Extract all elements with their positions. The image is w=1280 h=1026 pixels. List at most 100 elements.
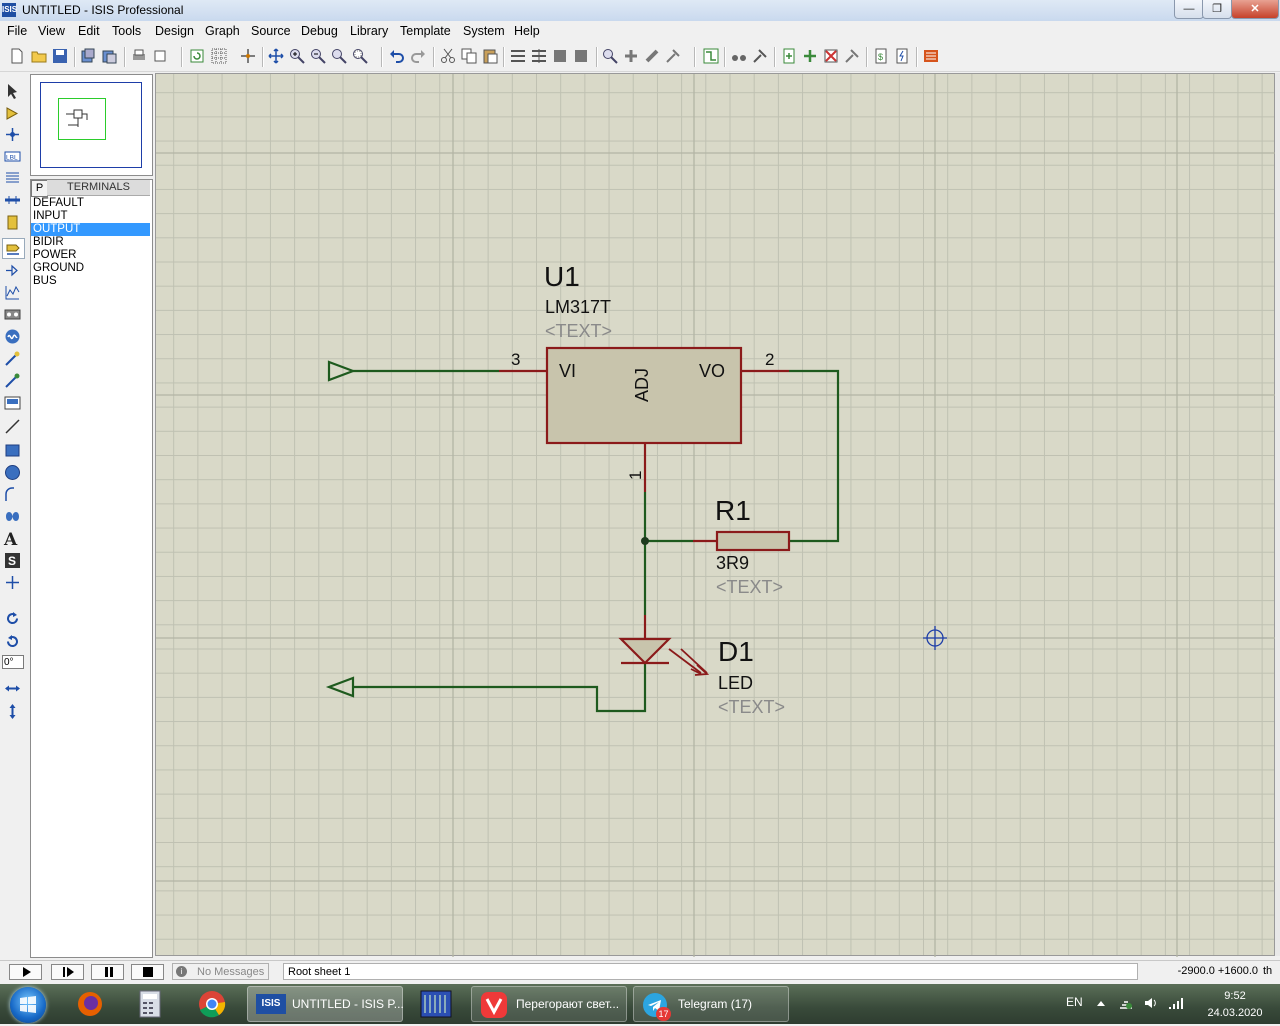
clock-time[interactable]: 9:52	[1224, 990, 1246, 1002]
box-tool-icon[interactable]	[4, 442, 21, 459]
block-move-icon[interactable]	[531, 48, 547, 64]
menu-debug[interactable]: Debug	[301, 24, 338, 38]
subcircuit-mode-icon[interactable]	[4, 214, 21, 231]
rotation-angle-field[interactable]: 0°	[2, 655, 24, 669]
voltage-probe-icon[interactable]	[4, 350, 21, 367]
block-delete-icon[interactable]	[573, 48, 589, 64]
device-pins-icon[interactable]	[4, 262, 21, 279]
terminal-item-ground[interactable]: GROUND	[33, 262, 85, 274]
graph-mode-icon[interactable]	[4, 284, 21, 301]
junction-dot-icon[interactable]	[4, 126, 21, 143]
file-manager-icon[interactable]	[410, 986, 462, 1022]
chrome-icon[interactable]	[186, 986, 238, 1022]
u1-text-placeholder[interactable]: <TEXT>	[545, 321, 613, 341]
mirror-horizontal-icon[interactable]	[4, 680, 21, 697]
circle-tool-icon[interactable]	[4, 464, 21, 481]
terminal-item-default[interactable]: DEFAULT	[33, 197, 84, 209]
netlist-to-ares-icon[interactable]	[923, 48, 939, 64]
pan-icon[interactable]	[268, 48, 284, 64]
d1-value[interactable]: LED	[718, 673, 754, 693]
play-button[interactable]	[9, 964, 42, 980]
line-tool-icon[interactable]	[4, 418, 21, 435]
taskbar-telegram[interactable]: 17 Telegram (17)	[633, 986, 789, 1022]
clock-date[interactable]: 24.03.2020	[1207, 1007, 1263, 1019]
import-icon[interactable]	[80, 48, 96, 64]
rotate-clockwise-icon[interactable]	[4, 610, 21, 627]
marker-tool-icon[interactable]	[4, 574, 21, 591]
close-button[interactable]: ✕	[1231, 0, 1279, 19]
open-folder-icon[interactable]	[31, 48, 47, 64]
new-file-icon[interactable]	[9, 48, 25, 64]
output-terminal[interactable]	[325, 676, 355, 698]
bus-mode-icon[interactable]	[4, 192, 21, 209]
signal-strength-icon[interactable]	[1167, 995, 1183, 1011]
firefox-icon[interactable]	[64, 986, 116, 1022]
undo-icon[interactable]	[389, 48, 405, 64]
network-status-icon[interactable]	[1118, 995, 1134, 1011]
stop-button[interactable]	[131, 964, 164, 980]
menu-library[interactable]: Library	[350, 24, 389, 38]
copy-icon[interactable]	[461, 48, 477, 64]
minimize-button[interactable]: —	[1174, 0, 1204, 19]
print-area-icon[interactable]	[152, 48, 168, 64]
search-tag-icon[interactable]	[731, 48, 747, 64]
d1-led[interactable]	[618, 615, 710, 676]
wire-output[interactable]	[789, 369, 840, 543]
paste-icon[interactable]	[482, 48, 498, 64]
arc-tool-icon[interactable]	[4, 486, 21, 503]
symbol-tool-icon[interactable]: S	[4, 552, 21, 569]
zoom-all-icon[interactable]	[331, 48, 347, 64]
zoom-out-icon[interactable]	[310, 48, 326, 64]
r1-reference[interactable]: R1	[715, 495, 751, 526]
u1-reference[interactable]: U1	[544, 261, 580, 292]
menu-template[interactable]: Template	[400, 24, 451, 38]
terminals-mode-active[interactable]	[2, 238, 25, 259]
zoom-in-icon[interactable]	[289, 48, 305, 64]
generator-mode-icon[interactable]	[4, 328, 21, 345]
junction-dot[interactable]	[641, 537, 649, 545]
overview-view-area[interactable]	[58, 98, 106, 140]
r1-resistor[interactable]	[693, 530, 791, 552]
menu-file[interactable]: File	[7, 24, 28, 38]
menu-view[interactable]: View	[38, 24, 65, 38]
wire-led-out[interactable]	[353, 663, 647, 713]
zoom-area-icon[interactable]	[352, 48, 368, 64]
terminal-item-output[interactable]: OUTPUT	[31, 223, 150, 236]
taskbar-vivaldi[interactable]: Перегорают свет...	[471, 986, 627, 1022]
r1-value[interactable]: 3R9	[716, 553, 750, 573]
terminal-item-input[interactable]: INPUT	[33, 210, 68, 222]
new-sheet-icon[interactable]	[781, 48, 797, 64]
redraw-icon[interactable]	[189, 48, 205, 64]
cut-icon[interactable]	[440, 48, 456, 64]
save-icon[interactable]	[52, 48, 68, 64]
make-device-icon[interactable]	[623, 48, 639, 64]
pick-device-icon[interactable]	[602, 48, 618, 64]
text-script-icon[interactable]	[4, 170, 21, 187]
wire-autorouter-icon[interactable]	[703, 48, 719, 64]
packaging-tool-icon[interactable]	[644, 48, 660, 64]
vertical-scrollbar[interactable]	[1275, 73, 1280, 956]
text-tool-icon[interactable]: A	[4, 530, 18, 550]
d1-reference[interactable]: D1	[718, 636, 754, 667]
path-tool-icon[interactable]	[4, 508, 21, 525]
export-icon[interactable]	[101, 48, 117, 64]
property-tool-icon[interactable]	[752, 48, 768, 64]
add-sheet-icon[interactable]	[802, 48, 818, 64]
input-terminal[interactable]	[327, 360, 357, 382]
terminal-item-bus[interactable]: BUS	[33, 275, 57, 287]
menu-tools[interactable]: Tools	[112, 24, 142, 38]
tape-recorder-icon[interactable]	[4, 306, 21, 323]
start-button[interactable]	[10, 987, 46, 1023]
electrical-rules-check-icon[interactable]	[894, 48, 910, 64]
maximize-button[interactable]: ❐	[1202, 0, 1232, 19]
terminal-item-bidir[interactable]: BIDIR	[33, 236, 64, 248]
calculator-icon[interactable]	[124, 986, 176, 1022]
menu-graph[interactable]: Graph	[205, 24, 240, 38]
menu-help[interactable]: Help	[514, 24, 540, 38]
step-button[interactable]	[51, 964, 84, 980]
bill-of-materials-icon[interactable]: $	[873, 48, 889, 64]
wire-label-icon[interactable]: LBL	[4, 148, 21, 165]
show-hidden-icons-icon[interactable]	[1096, 998, 1106, 1008]
menu-design[interactable]: Design	[155, 24, 194, 38]
current-probe-icon[interactable]	[4, 372, 21, 389]
